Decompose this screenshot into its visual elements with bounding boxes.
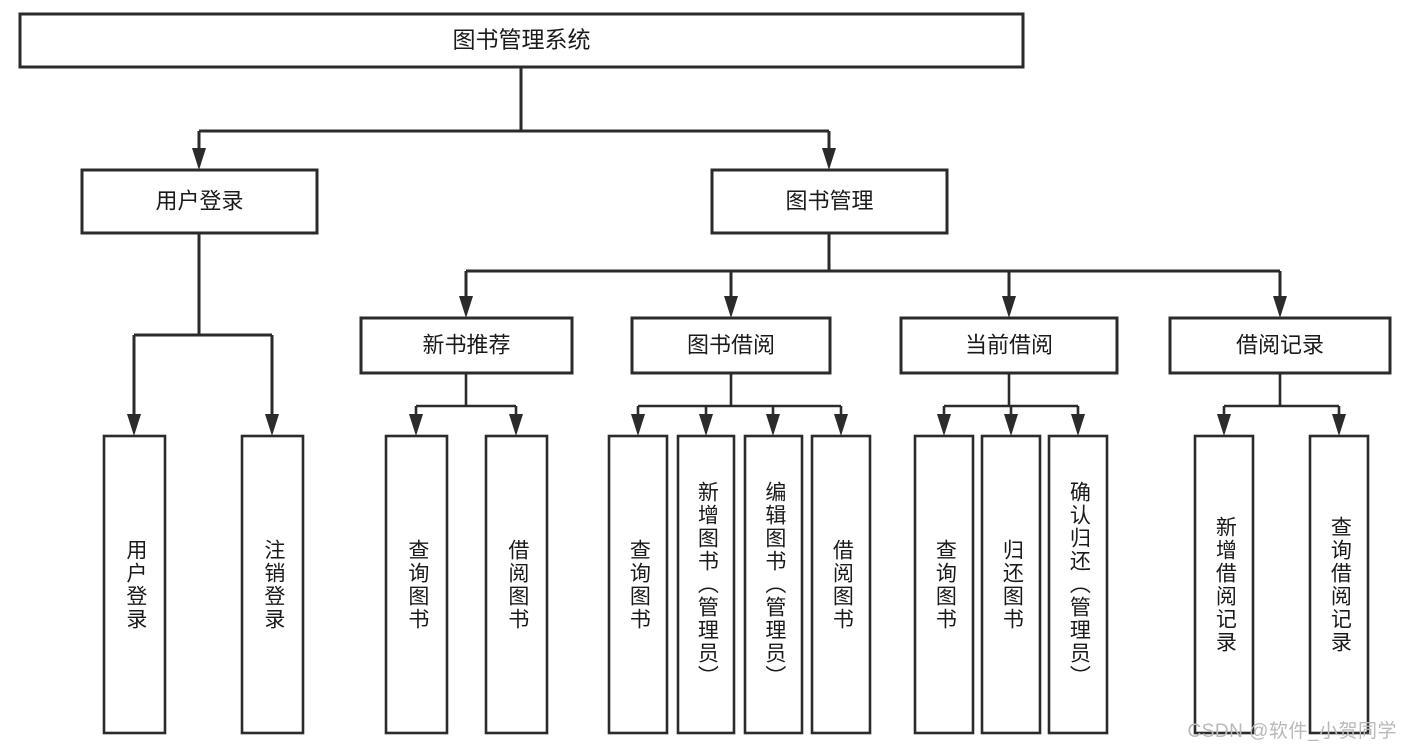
group-bus-borrow-record-arrow-icon-1 xyxy=(1332,414,1346,436)
leaf-node-leaf-add-book-admin-box xyxy=(676,434,736,735)
level2-node-book-management-label: 图书管理 xyxy=(785,188,873,213)
leaf-node-leaf-edit-book-admin-box xyxy=(743,434,804,735)
root-to-level2-arrow-icon-1 xyxy=(822,148,836,170)
group-bus-current-borrow-arrow-icon-0 xyxy=(937,414,951,436)
level2-to-level3-arrow-icon-0 xyxy=(459,296,473,318)
level2-to-level3-arrow-icon-2 xyxy=(1002,296,1016,318)
level3-node-book-borrow-box xyxy=(630,316,832,375)
root-node-label: 图书管理系统 xyxy=(453,27,591,53)
leaf-node-leaf-query-book-current-box xyxy=(913,434,975,735)
group-bus-book-borrow-arrow-icon-1 xyxy=(699,414,713,436)
level2-node-user-login-box xyxy=(80,168,319,235)
leaf-node-leaf-return-book-box xyxy=(980,434,1042,735)
group-bus-borrow-record-arrow-icon-0 xyxy=(1217,414,1231,436)
level2-node-book-management-box xyxy=(710,168,949,235)
box-layer xyxy=(18,12,1392,735)
leaf-node-leaf-confirm-return-admin-box xyxy=(1047,434,1109,735)
level3-node-new-book-recommend-label: 新书推荐 xyxy=(422,332,510,357)
group-bus-book-borrow-arrow-icon-0 xyxy=(631,414,645,436)
level2-to-level3-arrow-icon-3 xyxy=(1273,296,1287,318)
group-bus-current-borrow-arrow-icon-2 xyxy=(1071,414,1085,436)
leaf-node-leaf-borrow-book-recommend-box xyxy=(484,434,549,735)
root-to-level2-arrow-icon-0 xyxy=(192,148,206,170)
leaf-node-leaf-user-login-box xyxy=(102,434,167,735)
level2-node-user-login-label: 用户登录 xyxy=(155,188,243,213)
connector-layer xyxy=(127,67,1346,436)
level3-node-book-borrow-label: 图书借阅 xyxy=(687,332,775,357)
leaf-node-leaf-borrow-book-box xyxy=(810,434,872,735)
level3-node-borrow-record-box xyxy=(1168,316,1392,375)
level3-node-new-book-recommend-box xyxy=(359,316,574,375)
leaf-node-leaf-query-borrow-record-box xyxy=(1308,434,1370,735)
leaf-node-leaf-query-book-recommend-box xyxy=(384,434,449,735)
user-login-to-leaves-arrow-icon-0 xyxy=(127,414,141,436)
level2-to-level3-arrow-icon-1 xyxy=(724,296,738,318)
leaf-node-leaf-query-book-borrow-box xyxy=(607,434,669,735)
group-bus-current-borrow-arrow-icon-1 xyxy=(1004,414,1018,436)
level3-node-borrow-record-label: 借阅记录 xyxy=(1236,332,1324,357)
group-bus-new-book-recommend-arrow-icon-0 xyxy=(409,414,423,436)
level3-node-current-borrow-label: 当前借阅 xyxy=(965,332,1053,357)
leaf-node-leaf-user-logout-box xyxy=(240,434,305,735)
group-bus-book-borrow-arrow-icon-2 xyxy=(766,414,780,436)
group-bus-book-borrow-arrow-icon-3 xyxy=(834,414,848,436)
user-login-to-leaves-arrow-icon-1 xyxy=(265,414,279,436)
level3-node-current-borrow-box xyxy=(899,316,1119,375)
group-bus-new-book-recommend-arrow-icon-1 xyxy=(509,414,523,436)
leaf-node-leaf-add-borrow-record-box xyxy=(1193,434,1255,735)
root-node-box xyxy=(18,12,1025,69)
